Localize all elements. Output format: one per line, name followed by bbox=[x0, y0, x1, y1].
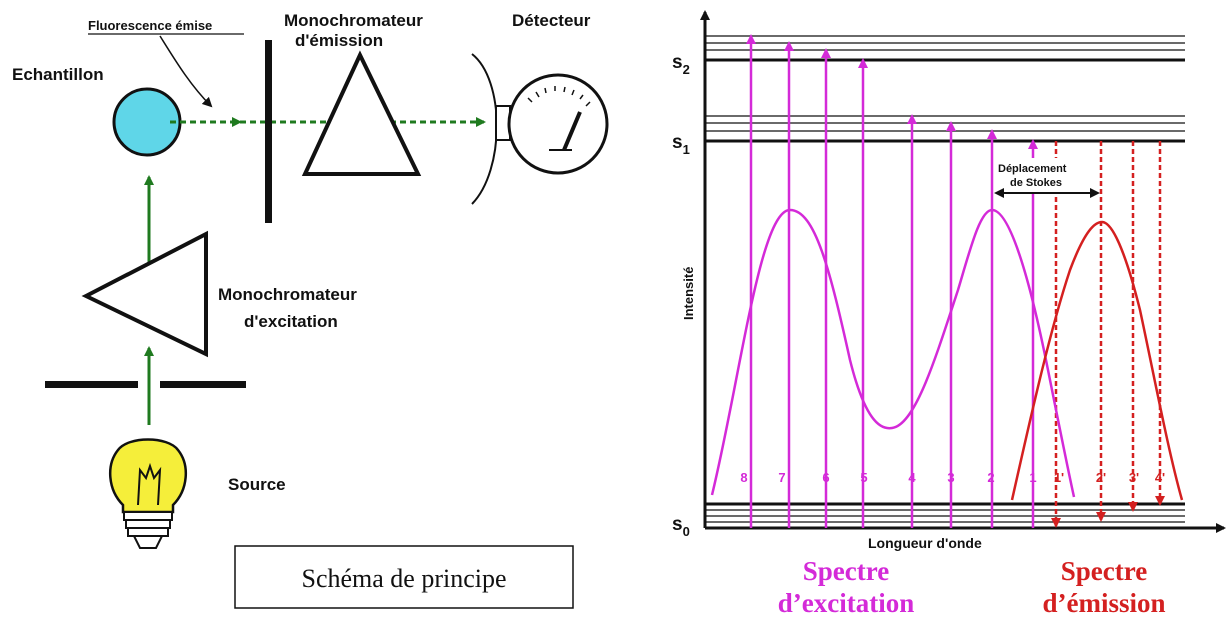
y-axis-label: Intensité bbox=[681, 267, 696, 320]
label-6: 6 bbox=[822, 470, 829, 485]
schema-principe: Fluorescence émise Echantillon Monochrom… bbox=[12, 11, 609, 609]
excitation-transitions bbox=[746, 34, 1038, 528]
entrance-slit-right bbox=[160, 381, 246, 388]
sample-label: Echantillon bbox=[12, 65, 104, 84]
label-7: 7 bbox=[778, 470, 785, 485]
s0-levels bbox=[705, 502, 1185, 523]
label-2: 2 bbox=[987, 470, 994, 485]
label-5: 5 bbox=[860, 470, 867, 485]
emission-monochromator-label-line2: d'émission bbox=[295, 31, 383, 50]
detector-needle bbox=[562, 111, 582, 151]
label-3: 3 bbox=[947, 470, 954, 485]
excitation-spectrum-curve bbox=[710, 208, 1076, 498]
emission-number-labels: 1' 2' 3' 4' bbox=[1054, 470, 1165, 485]
emission-spectrum-curve bbox=[1010, 220, 1184, 501]
caption-text: Schéma de principe bbox=[301, 564, 506, 593]
entrance-slit-left bbox=[45, 381, 138, 388]
excitation-number-labels: 8 7 6 5 4 3 2 1 bbox=[740, 470, 1036, 485]
detector-lens bbox=[471, 53, 498, 205]
x-axis-label: Longueur d'onde bbox=[868, 535, 982, 551]
emission-slit bbox=[265, 40, 272, 223]
s1-levels bbox=[705, 115, 1185, 143]
emission-transitions bbox=[1051, 141, 1165, 528]
emission-monochromator-prism bbox=[301, 50, 422, 176]
level-s1-label: s1 bbox=[672, 132, 690, 157]
s2-levels bbox=[705, 35, 1185, 62]
fluorescence-pointer-arrow bbox=[159, 35, 213, 108]
excitation-title-line1: Spectre bbox=[803, 556, 889, 586]
fluorescence-label: Fluorescence émise bbox=[88, 18, 212, 33]
label-4p: 4' bbox=[1155, 470, 1165, 485]
stokes-label-line1: Déplacement bbox=[998, 163, 1067, 175]
lightbulb-icon bbox=[108, 438, 188, 549]
label-1: 1 bbox=[1029, 470, 1036, 485]
label-3p: 3' bbox=[1129, 470, 1139, 485]
energy-diagram: s2 s1 s0 Intensité Longueur d'onde bbox=[672, 10, 1226, 618]
level-s2-label: s2 bbox=[672, 52, 690, 77]
excitation-title-line2: d’excitation bbox=[778, 588, 914, 618]
label-2p: 2' bbox=[1096, 470, 1106, 485]
excitation-monochromator-label-line2: d'excitation bbox=[244, 312, 338, 331]
label-8: 8 bbox=[740, 470, 747, 485]
level-s0-label: s0 bbox=[672, 514, 690, 539]
caption-box bbox=[234, 545, 574, 609]
label-1p: 1' bbox=[1054, 470, 1064, 485]
detector-label: Détecteur bbox=[512, 11, 591, 30]
emission-title-line1: Spectre bbox=[1061, 556, 1147, 586]
stokes-label-line2: de Stokes bbox=[1010, 177, 1062, 189]
excitation-monochromator-prism bbox=[81, 230, 208, 358]
detector-gauge-ticks bbox=[527, 86, 591, 107]
emission-title-line2: d’émission bbox=[1042, 588, 1165, 618]
excitation-monochromator-label-line1: Monochromateur bbox=[218, 285, 357, 304]
detector-gauge bbox=[507, 73, 609, 175]
label-4: 4 bbox=[908, 470, 916, 485]
stokes-label-bg bbox=[996, 158, 1060, 192]
emission-monochromator-label-line1: Monochromateur bbox=[284, 11, 423, 30]
source-label: Source bbox=[228, 475, 286, 494]
